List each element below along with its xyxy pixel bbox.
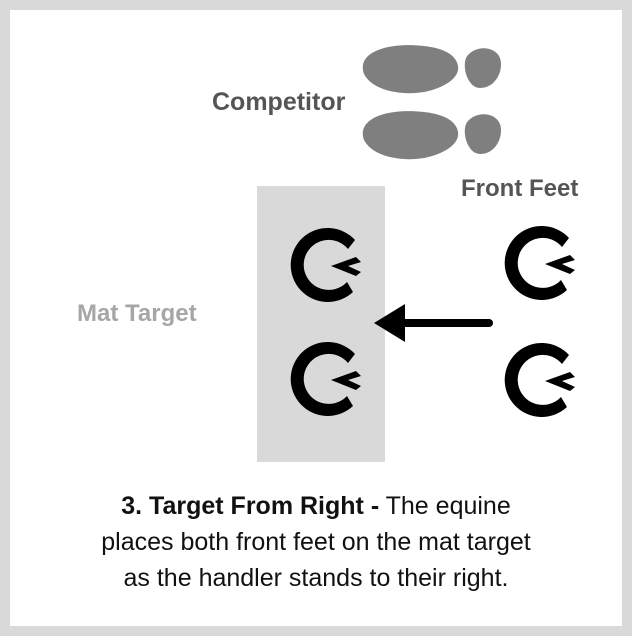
footprint-icon (362, 45, 502, 94)
competitor-label: Competitor (212, 88, 346, 116)
caption-line-1: 3. Target From Right - The equine (10, 488, 622, 524)
caption: 3. Target From Right - The equine places… (10, 488, 622, 596)
caption-line-1-rest: The equine (379, 492, 511, 520)
caption-line-2: places both front feet on the mat target (101, 528, 531, 556)
footprint-icon (362, 111, 502, 160)
arrow-left-icon (374, 304, 493, 342)
caption-line-3: as the handler stands to their right. (123, 564, 509, 592)
mat-target-label: Mat Target (77, 300, 197, 327)
hoof-icon (504, 342, 575, 417)
hoof-icon (290, 341, 361, 416)
front-feet-label: Front Feet (461, 175, 579, 202)
hoof-icon (290, 227, 361, 302)
hoof-icon (504, 225, 575, 300)
caption-title: 3. Target From Right - (121, 492, 380, 520)
